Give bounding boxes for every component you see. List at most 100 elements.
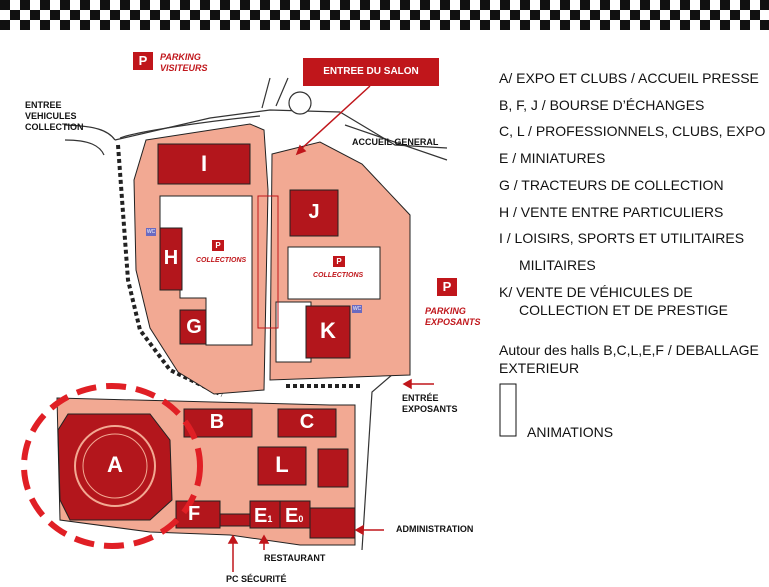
checker-square <box>250 10 260 20</box>
checker-square <box>90 10 100 20</box>
checker-square <box>640 0 650 10</box>
checker-square <box>260 0 270 10</box>
checker-square <box>720 0 730 10</box>
checker-square <box>80 0 90 10</box>
checker-square <box>200 0 210 10</box>
checker-square <box>160 0 170 10</box>
checker-square <box>660 0 670 10</box>
hall-label-A: A <box>107 452 123 477</box>
checker-square <box>310 10 320 20</box>
checker-square <box>270 10 280 20</box>
parking-marker-collections-left: P <box>212 240 224 251</box>
checker-square <box>70 10 80 20</box>
legend-item: E / MINIATURES <box>499 150 606 166</box>
checker-square <box>210 10 220 20</box>
arrows <box>227 85 434 572</box>
wc-marker-left: WC <box>146 228 156 236</box>
checker-square <box>400 0 410 10</box>
hall-label-E0: E0 <box>285 505 304 527</box>
hall-B-shape <box>183 408 253 438</box>
animations-legend-swatch <box>499 383 517 437</box>
checker-square <box>440 0 450 10</box>
checker-square <box>220 0 230 10</box>
checker-square <box>730 10 740 20</box>
checker-square <box>240 0 250 10</box>
checker-square <box>360 20 370 30</box>
hall-label-I: I <box>200 151 208 176</box>
checker-square <box>560 20 570 30</box>
hall-I-shape <box>157 143 251 185</box>
checker-square <box>480 20 490 30</box>
checker-square <box>620 20 630 30</box>
checker-square <box>700 0 710 10</box>
checker-square <box>620 0 630 10</box>
checker-square <box>500 0 510 10</box>
checker-square <box>680 20 690 30</box>
checker-square <box>560 0 570 10</box>
legend-animations-label: ANIMATIONS <box>527 424 614 440</box>
checker-square <box>110 10 120 20</box>
checker-square <box>760 0 769 10</box>
parking-exposants-icon: P <box>437 278 457 296</box>
checker-square <box>120 0 130 10</box>
legend-item: COLLECTION ET DE PRESTIGE <box>519 302 729 318</box>
checker-square <box>540 20 550 30</box>
checker-square <box>140 0 150 10</box>
checker-square <box>20 20 30 30</box>
checker-square <box>490 10 500 20</box>
checker-square <box>340 0 350 10</box>
checker-square <box>180 20 190 30</box>
hall-E0-shape <box>279 500 311 529</box>
checker-square <box>480 0 490 10</box>
checkered-border <box>0 0 769 30</box>
checker-square <box>390 10 400 20</box>
legend-item: B, F, J / BOURSE D’ÉCHANGES <box>499 97 705 113</box>
hall-label-G: G <box>186 316 202 338</box>
hall-J-shape <box>289 189 339 237</box>
checker-square <box>0 0 10 10</box>
hall-F-shape <box>175 500 221 529</box>
checker-square <box>30 10 40 20</box>
checker-square <box>550 10 560 20</box>
checker-square <box>40 0 50 10</box>
checker-square <box>190 10 200 20</box>
checker-square <box>60 0 70 10</box>
checker-square <box>290 10 300 20</box>
legend-note: EXTERIEUR <box>499 360 580 376</box>
checker-square <box>570 10 580 20</box>
checker-square <box>500 20 510 30</box>
courtyards <box>159 195 381 363</box>
hall-A-arena <box>57 413 173 521</box>
checker-square <box>670 10 680 20</box>
checker-square <box>720 20 730 30</box>
checker-square <box>320 0 330 10</box>
checker-square <box>710 10 720 20</box>
checker-square <box>430 10 440 20</box>
legend-item: K/ VENTE DE VÉHICULES DE <box>499 284 693 300</box>
legend-item: A/ EXPO ET CLUBS / ACCUEIL PRESSE <box>499 70 759 86</box>
checker-square <box>610 10 620 20</box>
checker-square <box>740 0 750 10</box>
checker-square <box>280 0 290 10</box>
checker-square <box>300 20 310 30</box>
hall-H-shape <box>159 227 183 291</box>
checker-square <box>140 20 150 30</box>
checker-square <box>420 20 430 30</box>
administration-label: ADMINISTRATION <box>396 524 474 534</box>
checker-square <box>40 20 50 30</box>
hall-K-shape <box>305 305 351 359</box>
checker-square <box>420 0 430 10</box>
hall-C-shape <box>277 408 337 438</box>
checker-square <box>10 10 20 20</box>
hall-label-E1: E1 <box>254 505 273 527</box>
checker-square <box>450 10 460 20</box>
checker-square <box>530 10 540 20</box>
hall-label-J: J <box>308 201 320 223</box>
legend-item: C, L / PROFESSIONNELS, CLUBS, EXPO <box>499 123 766 139</box>
hall-admin-shape <box>309 507 356 539</box>
checker-square <box>510 10 520 20</box>
hall-A-highlight <box>21 383 203 549</box>
